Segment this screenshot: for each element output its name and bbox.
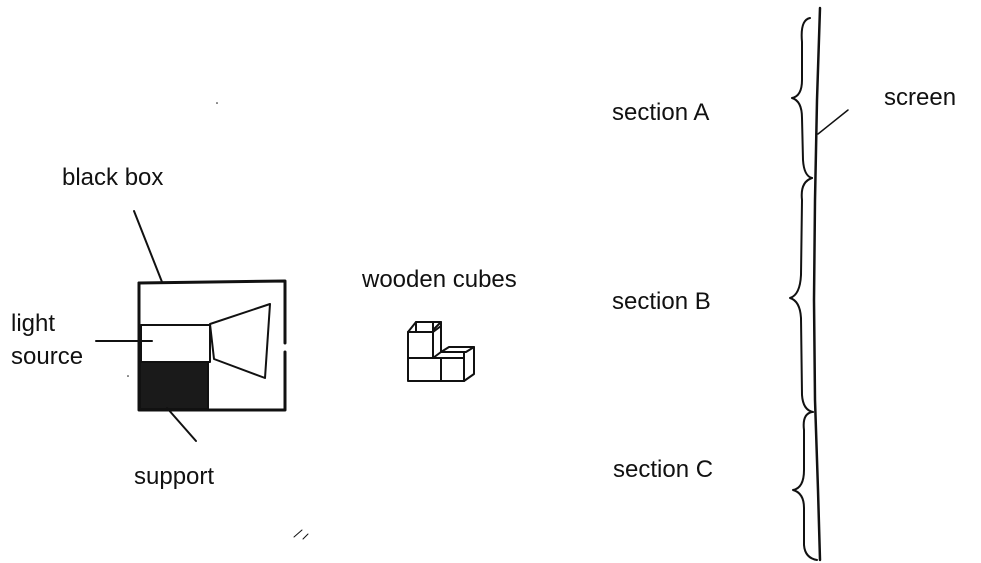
stray-mark	[293, 529, 309, 540]
section-a-label: section A	[612, 99, 710, 126]
support-label: support	[134, 463, 215, 490]
black-box	[137, 279, 287, 412]
source-label: source	[11, 343, 84, 370]
black-box-pointer	[133, 210, 163, 283]
light-label: light	[11, 310, 56, 337]
brace-section-a	[791, 17, 813, 179]
wooden-cubes	[407, 321, 475, 382]
light-source	[140, 303, 271, 379]
screen-pointer	[817, 109, 849, 135]
stray-dot	[216, 102, 218, 104]
wooden-cubes-label: wooden cubes	[362, 266, 517, 293]
brace-section-c	[792, 411, 818, 561]
section-b-label: section B	[612, 288, 711, 315]
screen-label: screen	[884, 84, 957, 111]
section-c-label: section C	[613, 456, 714, 483]
screen-line	[812, 6, 822, 562]
brace-section-b	[789, 177, 814, 413]
support-block	[139, 361, 209, 410]
stray-dot	[127, 375, 129, 377]
black-box-label: black box	[62, 164, 164, 191]
support-pointer	[166, 407, 197, 442]
